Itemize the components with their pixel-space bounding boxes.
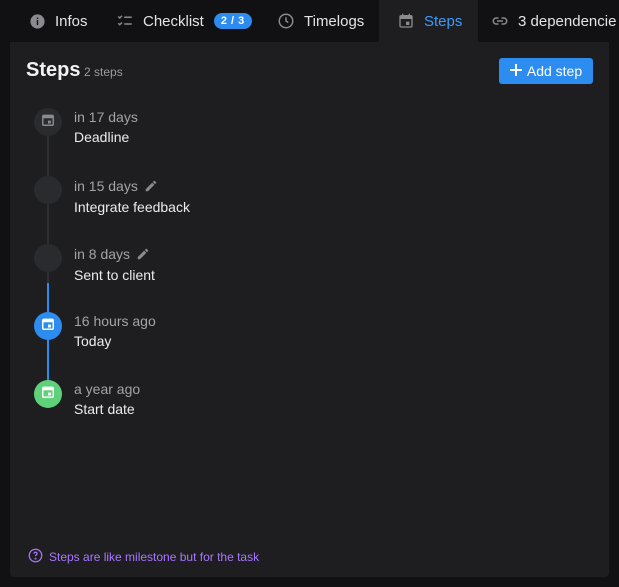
edit-icon[interactable] — [136, 247, 150, 261]
checklist-count-badge: 2 / 3 — [213, 13, 252, 29]
calendar-icon — [41, 317, 55, 336]
step-when-text: 16 hours ago — [74, 313, 156, 329]
calendar-icon — [41, 113, 55, 132]
info-icon — [28, 12, 46, 30]
clock-icon — [277, 12, 295, 30]
step-node — [34, 176, 62, 204]
add-step-label: Add step — [526, 63, 583, 79]
step-when: in 15 days — [74, 178, 158, 194]
tab-infos[interactable]: Infos — [0, 0, 106, 42]
tab-steps[interactable]: Steps — [379, 0, 478, 42]
step-node — [34, 244, 62, 272]
timeline-connector — [47, 126, 49, 283]
step-label: Start date — [74, 401, 135, 417]
tab-checklist[interactable]: Checklist 2 / 3 — [106, 0, 258, 42]
steps-count: 2 steps — [84, 65, 123, 79]
calendar-icon — [397, 12, 415, 30]
tab-timelogs[interactable]: Timelogs — [258, 0, 379, 42]
step-when: a year ago — [74, 381, 140, 397]
link-icon — [491, 12, 509, 30]
step-when-text: in 17 days — [74, 109, 138, 125]
step-when: in 8 days — [74, 246, 150, 262]
panel-title: Steps — [26, 59, 81, 81]
steps-panel: Steps 2 steps Add step in 17 days Deadli… — [10, 42, 609, 577]
step-label: Today — [74, 333, 112, 349]
tab-dependencies[interactable]: 3 dependencie — [478, 0, 619, 42]
calendar-icon — [41, 385, 55, 404]
steps-timeline: in 17 days Deadline in 15 days Integrate… — [10, 42, 609, 577]
tab-label: Timelogs — [304, 12, 365, 30]
plus-icon — [509, 63, 522, 79]
tab-bar: Infos Checklist 2 / 3 Timelogs Steps 3 d… — [0, 0, 619, 42]
step-when-text: a year ago — [74, 381, 141, 397]
edit-icon[interactable] — [144, 179, 158, 193]
tab-label: Steps — [424, 12, 463, 30]
checklist-icon — [116, 12, 134, 30]
step-when-text: in 15 days — [74, 178, 138, 194]
help-circle-icon — [28, 548, 43, 566]
step-node — [34, 108, 62, 136]
tab-label: 3 dependencie — [518, 12, 617, 30]
step-when: 16 hours ago — [74, 313, 156, 329]
step-when: in 17 days — [74, 109, 138, 125]
step-when-text: in 8 days — [74, 246, 131, 262]
step-label: Deadline — [74, 129, 130, 145]
step-label: Sent to client — [74, 267, 155, 283]
add-step-button[interactable]: Add step — [499, 58, 593, 84]
tab-label: Checklist — [143, 12, 204, 30]
step-node-current — [34, 312, 62, 340]
step-label: Integrate feedback — [74, 199, 190, 215]
steps-hint: Steps are like milestone but for the tas… — [28, 548, 259, 566]
hint-text: Steps are like milestone but for the tas… — [49, 550, 260, 564]
step-node-done — [34, 380, 62, 408]
tab-label: Infos — [55, 12, 88, 30]
